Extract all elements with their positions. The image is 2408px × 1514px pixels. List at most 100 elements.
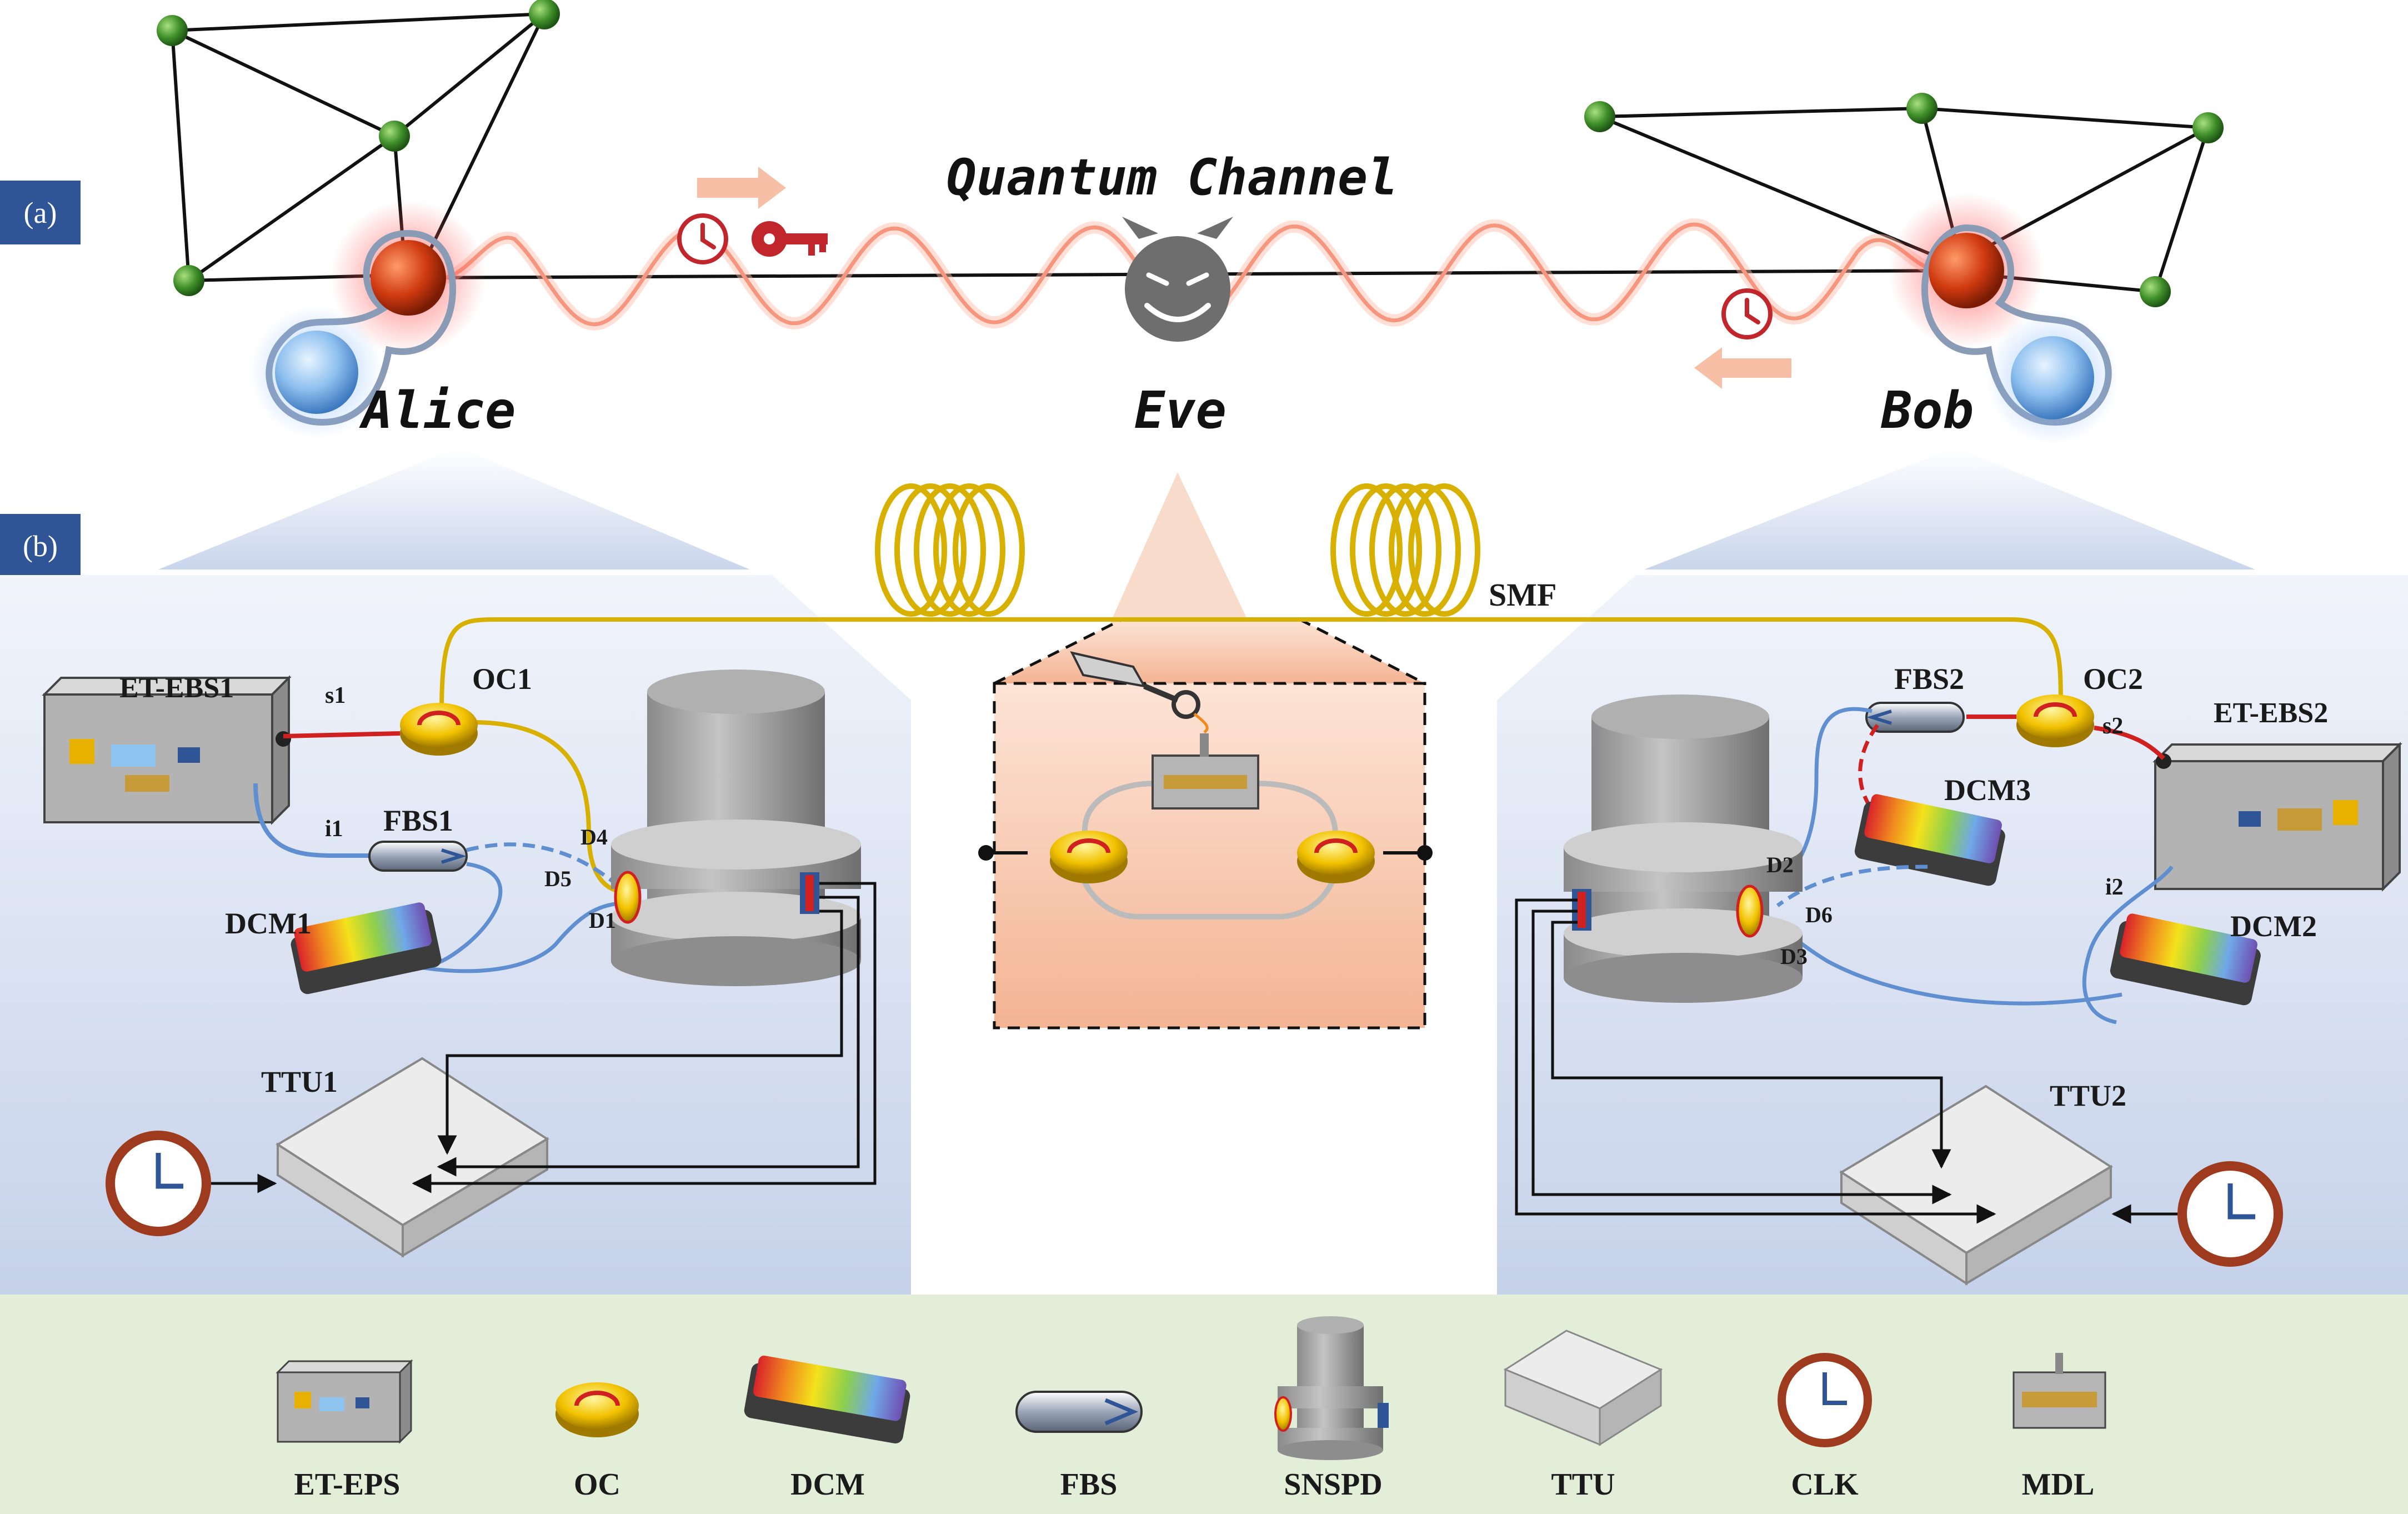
fbs2-label: FBS2 [1894, 662, 1964, 696]
snspd-icon [1274, 1316, 1389, 1460]
fbs-icon [1015, 1391, 1143, 1433]
alice-idler-fiber [253, 783, 372, 858]
node [529, 0, 560, 29]
dcm1-label: DCM1 [225, 907, 312, 940]
alice-dcm-to-d1 [416, 901, 623, 973]
ttu-icon [1503, 1330, 1663, 1446]
panel-b-tag: (b) [0, 514, 81, 578]
alice-coax-lines [211, 882, 877, 1193]
smf-fiber [439, 617, 2063, 714]
legend-label: TTU [1551, 1467, 1615, 1502]
node [379, 121, 410, 152]
wrench-hand-icon [1070, 651, 1209, 734]
fbs2-splitter [1865, 702, 1965, 733]
dcm2-module [2110, 913, 2261, 1006]
node [1906, 93, 1938, 124]
oc1-circulator [400, 703, 478, 756]
alice-snspd [611, 669, 861, 986]
clock-icon [677, 213, 728, 264]
et-ebs1-label: ET-EBS1 [119, 672, 234, 704]
eve-label: Eve [1134, 381, 1226, 440]
dcm-icon [744, 1355, 910, 1443]
s2-label: s2 [2102, 713, 2123, 739]
fbs1-splitter [368, 841, 468, 872]
alice-red-node [371, 240, 446, 316]
node [1584, 101, 1615, 132]
smf-label: SMF [1489, 577, 1556, 613]
et-ebs2-source [2152, 742, 2402, 892]
legend-label: SNSPD [1284, 1467, 1382, 1502]
alice-blue-node [275, 331, 358, 414]
bob-coax-lines [1515, 898, 2177, 1224]
dcm3-label: DCM3 [1944, 773, 2031, 807]
et-ebs2-label: ET-EBS2 [2214, 697, 2328, 729]
legend-label: ET-EPS [294, 1467, 401, 1502]
bob-dcm3-to-d6 [1776, 865, 1928, 907]
bob-house-roof [1644, 447, 2255, 569]
eve-mdl [978, 651, 1433, 920]
key-icon [752, 221, 828, 257]
ttu1-label: TTU1 [261, 1065, 338, 1098]
dcm3-module [1854, 794, 2005, 886]
dcm1-module [291, 902, 442, 995]
clk-icon [1778, 1353, 1872, 1447]
legend-label: MDL [2022, 1467, 2095, 1502]
panel-b: SMF ET-EBS1 s1 OC1 [0, 447, 2408, 1295]
et-ebs1-source [42, 675, 292, 825]
eve-devil-icon [1122, 217, 1233, 342]
bob-blue-node [2011, 336, 2094, 419]
ttu2-label: TTU2 [2050, 1079, 2126, 1112]
d5-label: D5 [544, 866, 572, 891]
bob-clock-icon [1721, 288, 1773, 339]
et-eps-icon [276, 1359, 413, 1444]
node [2192, 112, 2224, 143]
bob-label: Bob [1881, 381, 1974, 440]
bob-snspd [1564, 694, 1803, 1003]
node [2140, 276, 2171, 307]
i1-label: i1 [325, 816, 343, 842]
i2-label: i2 [2105, 875, 2124, 900]
node [157, 15, 188, 46]
oc-icon [555, 1382, 639, 1437]
bob-idler-fiber [2082, 865, 2174, 1025]
d4-label: D4 [580, 825, 608, 850]
node [173, 265, 204, 296]
dcm2-label: DCM2 [2230, 910, 2317, 943]
alice-lab: ET-EBS1 s1 OC1 i1 FBS1 [42, 662, 877, 1258]
oc2-circulator [2016, 694, 2094, 747]
bob-node [1889, 193, 2119, 444]
legend-label: DCM [790, 1467, 865, 1502]
mdl-icon [2012, 1353, 2106, 1429]
legend-label: FBS [1060, 1467, 1118, 1502]
d3-label: D3 [1780, 944, 1808, 969]
alice-d5-fiber [466, 842, 624, 891]
alice-label: Alice [359, 381, 516, 440]
d6-label: D6 [1805, 902, 1833, 927]
panel-a-tag: (a) [0, 181, 81, 244]
quantum-channel-title: Quantum Channel [947, 148, 1398, 207]
panel-a: Quantum Channel Alice Eve Bob [157, 0, 2224, 444]
ttu2-unit [1839, 1085, 2113, 1286]
bob-clock-icon [2177, 1161, 2283, 1267]
d1-label: D1 [589, 908, 616, 933]
d2-label: D2 [1766, 852, 1794, 877]
fiber-spool-left [875, 483, 1025, 617]
fbs1-label: FBS1 [383, 804, 453, 837]
s1-label: s1 [325, 683, 346, 708]
alice-signal-fiber [283, 731, 401, 738]
legend-label: OC [574, 1467, 620, 1502]
forward-arrow-icon [697, 167, 786, 209]
legend: ET-EPS OC DCM FBS SNSPD TTU CLK MDL [276, 1316, 2106, 1502]
oc1-label: OC1 [472, 662, 532, 696]
legend-label: CLK [1791, 1467, 1859, 1502]
fiber-spool-right [1330, 483, 1480, 617]
bob-red-node [1929, 233, 2004, 308]
alice-node [250, 200, 486, 439]
oc2-label: OC2 [2083, 662, 2143, 696]
alice-clock-icon [106, 1131, 211, 1236]
backward-arrow-icon [1694, 347, 1791, 389]
alice-oc1-to-d4 [472, 720, 623, 894]
alice-house-roof [158, 447, 750, 569]
network-nodes [157, 0, 2224, 307]
